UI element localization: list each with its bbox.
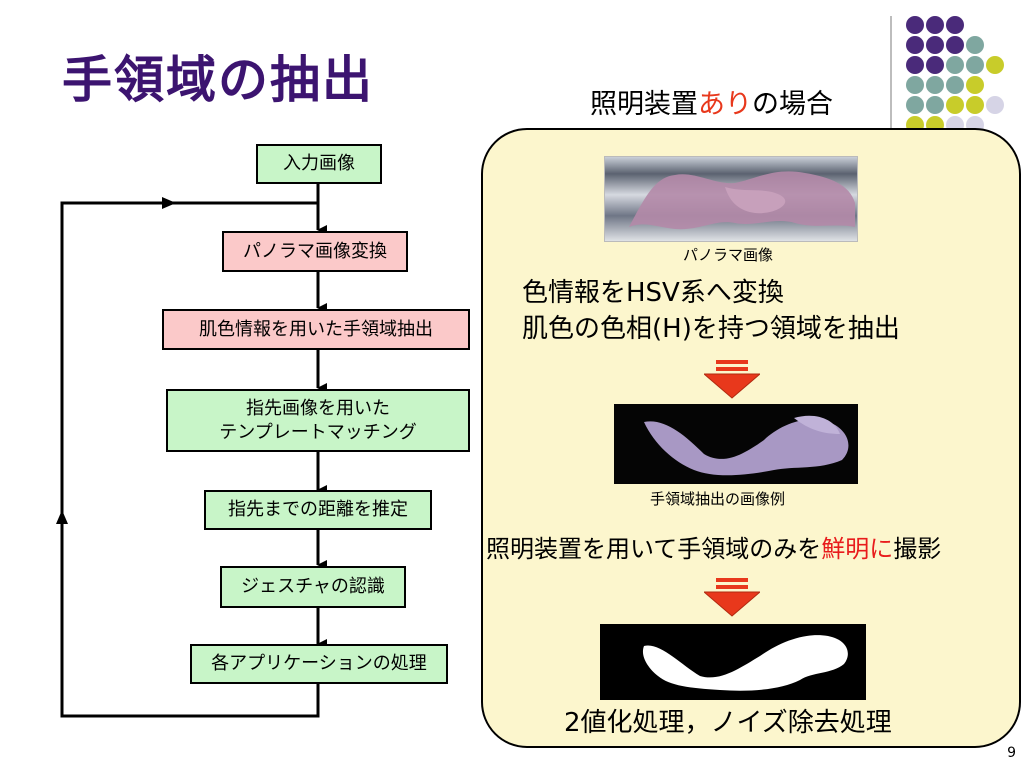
- extracted-image-caption: 手領域抽出の画像例: [650, 490, 786, 508]
- dot: [946, 56, 964, 74]
- process-arrow-2: [704, 578, 760, 617]
- dot: [986, 96, 1004, 114]
- flow-step-distance-estimation: 指先までの距離を推定: [204, 490, 432, 530]
- flow-step-label: 肌色情報を用いた手領域抽出: [199, 318, 433, 340]
- panorama-image: [604, 156, 858, 242]
- dot: [946, 16, 964, 34]
- flow-step-label: 入力画像: [283, 153, 355, 174]
- loop-back-line: [60, 515, 320, 718]
- illumination-text-suffix: 撮影: [893, 535, 942, 563]
- dot: [906, 36, 924, 54]
- dot: [926, 56, 944, 74]
- flow-step-label: 指先までの距離を推定: [228, 499, 408, 520]
- dot: [966, 76, 984, 94]
- flow-step-skin-color-extraction: 肌色情報を用いた手領域抽出: [162, 309, 470, 350]
- slide-title: 手領域の抽出: [62, 51, 374, 109]
- hue-extraction-text: 肌色の色相(H)を持つ領域を抽出: [522, 314, 900, 344]
- dot: [926, 16, 944, 34]
- loop-back-line-upper: [60, 201, 318, 515]
- dot: [946, 96, 964, 114]
- binarization-text: 2値化処理，ノイズ除去処理: [564, 708, 892, 738]
- page-number: 9: [1007, 745, 1016, 761]
- hsv-conversion-text: 色情報をHSV系へ変換: [522, 278, 784, 308]
- dot: [966, 36, 984, 54]
- dot: [966, 96, 984, 114]
- binarized-image: [600, 624, 866, 700]
- flow-step-application-processing: 各アプリケーションの処理: [190, 644, 448, 684]
- illumination-text-prefix: 照明装置を用いて手領域のみを: [486, 535, 822, 563]
- flow-step-label: ジェスチャの認識: [241, 576, 385, 597]
- flow-step-label: パノラマ画像変換: [243, 240, 387, 262]
- dot: [926, 36, 944, 54]
- dot: [926, 76, 944, 94]
- flow-step-panorama-conversion: パノラマ画像変換: [222, 231, 408, 272]
- binarized-hand-shape: [642, 635, 848, 691]
- decorative-vertical-line: [890, 16, 892, 128]
- dot: [926, 96, 944, 114]
- illumination-text-highlight: 鮮明に: [821, 535, 894, 563]
- loop-arrowhead-up: [56, 510, 68, 524]
- dot: [906, 56, 924, 74]
- flow-step-input-image: 入力画像: [256, 144, 382, 184]
- process-arrow-1: [704, 360, 760, 399]
- hand-region-extracted-image: [614, 404, 858, 484]
- dot: [946, 36, 964, 54]
- dot: [906, 16, 924, 34]
- flow-step-label-line1: 指先画像を用いた: [246, 397, 390, 419]
- illumination-capture-text: 照明装置を用いて手領域のみを鮮明に撮影: [486, 532, 941, 566]
- subtitle-highlight: あり: [698, 89, 752, 120]
- flow-step-template-matching: 指先画像を用いた テンプレートマッチング: [166, 389, 470, 452]
- flowchart-connectors: [56, 184, 327, 718]
- panorama-image-caption: パノラマ画像: [683, 246, 774, 264]
- flow-step-label-line2: テンプレートマッチング: [219, 421, 417, 443]
- dot: [946, 76, 964, 94]
- dot: [966, 56, 984, 74]
- subtitle-suffix: の場合: [752, 89, 833, 120]
- flow-step-gesture-recognition: ジェスチャの認識: [220, 566, 406, 608]
- dot: [906, 76, 924, 94]
- flow-step-label: 各アプリケーションの処理: [211, 653, 427, 674]
- dot: [906, 96, 924, 114]
- extracted-hand-shape: [644, 415, 849, 476]
- subtitle-prefix: 照明装置: [590, 89, 698, 120]
- dot: [986, 56, 1004, 74]
- panorama-hand-shape: [629, 171, 855, 230]
- loop-arrowhead-right: [162, 197, 176, 209]
- slide-subtitle: 照明装置ありの場合: [590, 82, 833, 121]
